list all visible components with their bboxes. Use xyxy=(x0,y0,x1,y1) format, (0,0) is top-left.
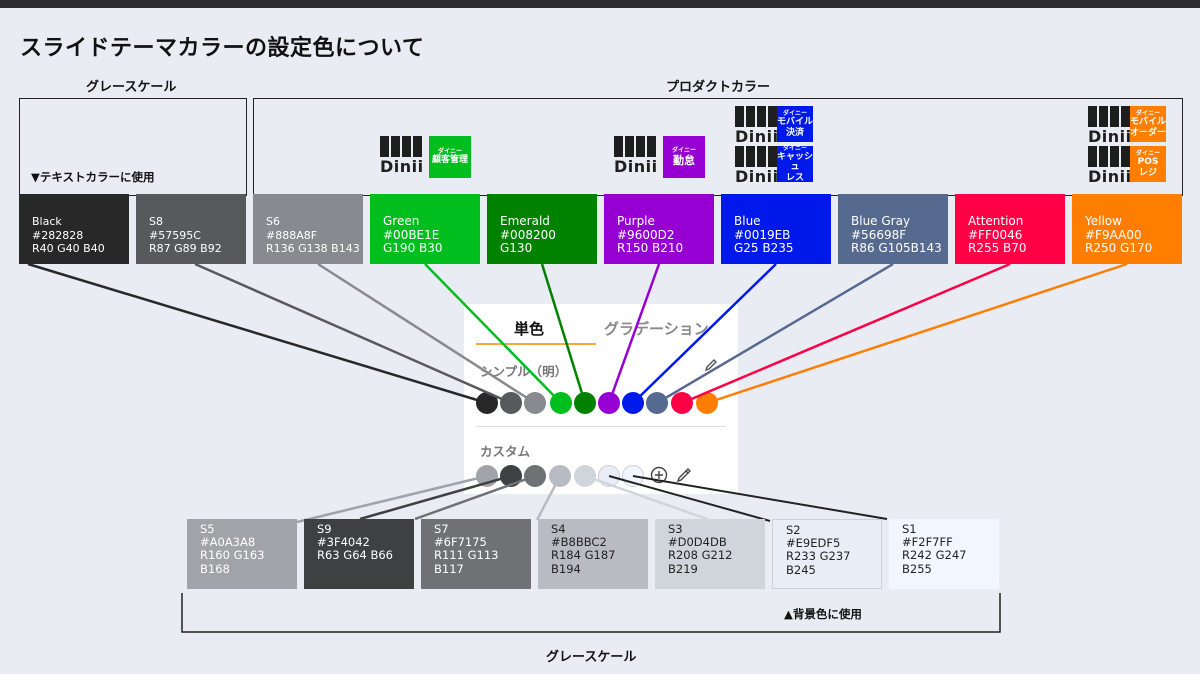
product-color-frame xyxy=(253,98,1183,196)
pencil-icon[interactable] xyxy=(704,358,718,376)
eyedropper-icon[interactable] xyxy=(675,466,693,488)
plus-circle-icon[interactable] xyxy=(650,466,668,488)
tag-mobile-order: ダイニーモバイルオーダー xyxy=(1130,106,1166,142)
grayscale-top-label: グレースケール xyxy=(86,80,177,95)
tag-mobile-pay: ダイニーモバイル決済 xyxy=(777,106,813,142)
section-simple-label: シンプル（明） xyxy=(480,364,568,379)
dinii-logo-cashless: Dinii xyxy=(735,146,779,185)
grayscale-top-frame xyxy=(19,98,247,196)
tag-attendance: ダイニー勤怠 xyxy=(663,136,705,178)
tab-gradient[interactable]: グラデーション xyxy=(604,320,709,338)
panel-divider xyxy=(476,426,726,427)
background-color-note: ▲背景色に使用 xyxy=(784,607,862,621)
active-tab-indicator xyxy=(476,343,596,345)
tag-cashless: ダイニーキャッシュレス xyxy=(777,144,814,183)
dinii-logo-customer: Dinii xyxy=(380,136,424,175)
dinii-logo-mobile-pay: Dinii xyxy=(735,106,779,145)
dinii-logo-mobile-order: Dinii xyxy=(1088,106,1132,145)
product-color-label: プロダクトカラー xyxy=(666,80,771,95)
top-bar xyxy=(0,0,1200,8)
grayscale-bottom-label: グレースケール xyxy=(546,650,637,665)
tag-customer: ダイニー顧客管理 xyxy=(429,136,471,178)
page-title: スライドテーマカラーの設定色について xyxy=(20,36,425,61)
dinii-logo-pos: Dinii xyxy=(1088,146,1132,185)
section-custom-label: カスタム xyxy=(480,444,531,459)
dinii-logo-attendance: Dinii xyxy=(614,136,658,175)
tab-single-color[interactable]: 単色 xyxy=(514,320,545,338)
text-color-note: ▼テキストカラーに使用 xyxy=(31,170,155,184)
